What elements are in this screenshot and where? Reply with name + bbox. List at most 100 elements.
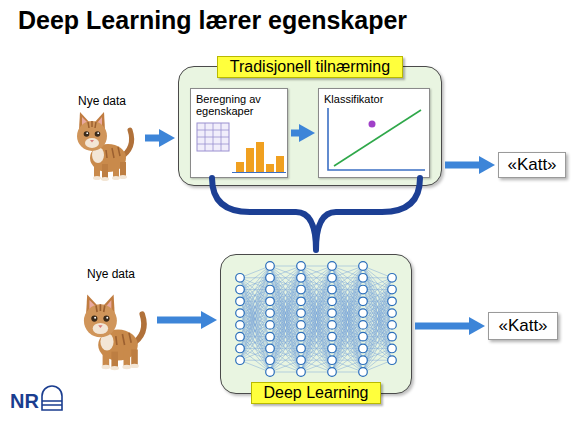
network-weight [301,266,332,325]
network-weight [270,266,301,372]
network-weight [332,266,363,301]
network-weight [301,360,332,372]
node-text: Nye data [68,265,154,281]
network-neuron [359,273,368,282]
network-weight [270,266,301,372]
network-weight [332,360,363,372]
classifier-plot [334,110,421,166]
neural-network [236,262,397,377]
network-neuron [297,344,306,353]
network-weight [301,313,332,372]
network-neuron [297,332,306,341]
feature-grid [197,123,229,151]
network-weight [301,266,332,372]
logo-waves [42,386,62,410]
logo-waves [42,386,62,410]
network-weight [240,301,270,360]
logo-text: NR [10,390,39,413]
network-weight [270,266,301,301]
feature-histogram [232,142,286,173]
network-weight [332,266,363,301]
network-neuron [236,356,245,365]
feature-histogram [246,148,254,172]
network-neuron [266,344,275,353]
network-neuron [328,262,337,271]
flow-arrow [415,323,473,330]
network-weight [363,278,392,337]
network-weight [363,266,392,325]
network-neuron [328,356,337,365]
network-neuron [297,356,306,365]
network-neuron [266,332,275,341]
feature-histogram [236,162,244,172]
feature-histogram [256,142,264,172]
network-neuron [359,356,368,365]
network-weight [270,313,301,372]
flow-arrow [291,130,303,137]
network-neuron [328,285,337,294]
network-neuron [359,321,368,330]
process-box: Klassifikator [318,88,430,178]
network-weight [363,278,392,337]
network-weight [240,301,270,360]
network-neuron [236,321,245,330]
network-neuron [236,344,245,353]
network-neuron [297,262,306,271]
network-weight [301,266,332,301]
network-weight [240,337,270,372]
node-text: Beregning av egenskaper [196,93,282,117]
network-neuron [328,273,337,282]
node-text: «Katt» [507,155,556,175]
feature-histogram [232,172,286,173]
network-neuron [388,344,397,353]
network-weight [270,266,301,325]
network-neuron [297,297,306,306]
network-weight [270,266,301,325]
group-title-tab: Tradisjonell tilnærming [217,56,403,78]
network-weight [332,313,363,372]
network-neuron [388,332,397,341]
network-neuron [328,368,337,377]
network-neuron [236,309,245,318]
network-weight [301,337,332,372]
output-box: «Katt» [488,312,558,340]
page-title: Deep Learning lærer egenskaper [18,6,407,35]
network-weight [363,337,392,372]
network-weight [332,313,363,372]
network-neuron [359,285,368,294]
network-neuron [236,273,245,282]
network-neuron [388,309,397,318]
network-weight [363,278,392,313]
network-weight [301,266,332,372]
network-neuron [328,297,337,306]
network-weight [270,337,301,372]
network-neuron [359,309,368,318]
network-neuron [388,356,397,365]
network-weight [332,337,363,372]
network-neuron [236,297,245,306]
classifier-plot [328,108,425,170]
network-weight [332,266,363,325]
flow-arrow [157,317,205,324]
network-neuron [297,285,306,294]
network-weight [363,313,392,372]
network-neuron [297,321,306,330]
network-neuron [359,332,368,341]
output-box: «Katt» [498,152,566,178]
network-weight [301,313,332,372]
network-neuron [359,344,368,353]
network-weight [240,266,270,301]
network-weight [363,266,392,301]
network-neuron [388,297,397,306]
network-neuron [266,297,275,306]
network-neuron [266,262,275,271]
network-weight [270,337,301,372]
network-neuron [388,321,397,330]
network-neuron [266,285,275,294]
network-neuron [388,285,397,294]
network-neuron [297,309,306,318]
kitten-picture [84,294,144,370]
network-weight [332,266,363,325]
classifier-plot [369,121,376,128]
